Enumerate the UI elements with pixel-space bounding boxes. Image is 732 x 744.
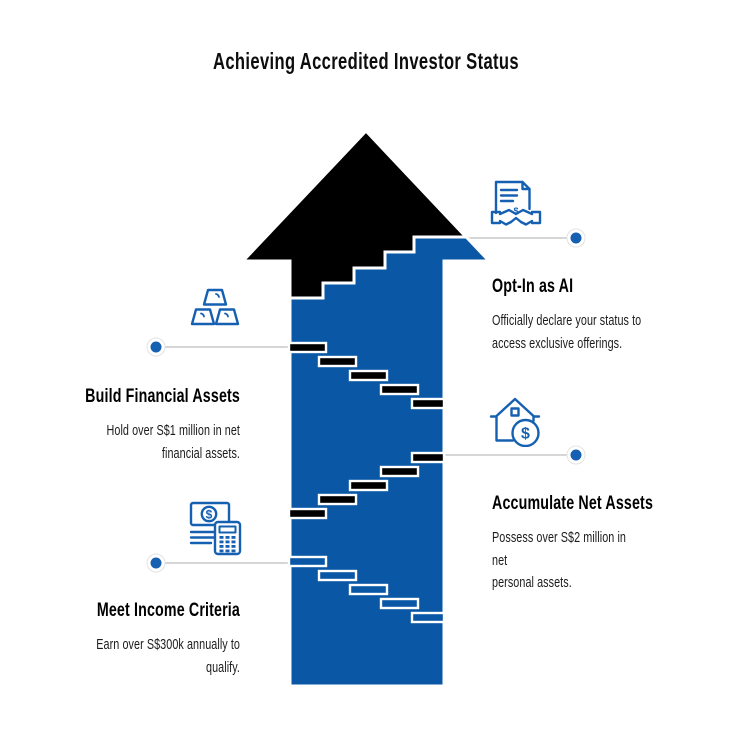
step-accumulate-net-assets: Accumulate Net Assets Possess over S$2 m… — [492, 493, 702, 595]
page-title: Achieving Accredited Investor Status — [213, 48, 519, 74]
step-heading: Opt-In as AI — [492, 276, 574, 297]
step-description: Officially declare your status to access… — [492, 312, 642, 352]
stair-flight-2 — [287, 451, 446, 520]
connector-dot-income — [146, 553, 166, 573]
step-build-financial-assets: Build Financial Assets Hold over S$1 mil… — [30, 386, 240, 465]
svg-text:$: $ — [521, 426, 530, 443]
step-heading: Build Financial Assets — [85, 386, 240, 407]
stair-flight-3 — [287, 341, 446, 410]
step-opt-in-as-ai: Opt-In as AI Officially declare your sta… — [492, 276, 702, 355]
step-description: Earn over S$300k annually to qualify. — [96, 636, 240, 676]
svg-text:$: $ — [513, 206, 518, 216]
house-dollar-icon: $ — [489, 397, 541, 447]
svg-text:$: $ — [206, 508, 213, 522]
step-heading: Meet Income Criteria — [96, 600, 240, 621]
step-description: Hold over S$1 million in net financial a… — [106, 422, 240, 462]
step-heading: Accumulate Net Assets — [492, 493, 654, 514]
connector-dots — [146, 228, 586, 573]
cash-calculator-icon: $ — [189, 501, 242, 556]
arrowhead-black-region — [239, 128, 470, 300]
contract-handshake-icon: $ — [490, 180, 542, 226]
connector-dot-build — [146, 337, 166, 357]
connector-dot-accumulate — [566, 445, 586, 465]
step-description: Possess over S$2 million in net personal… — [492, 529, 627, 591]
connector-lines — [163, 237, 568, 564]
step-meet-income-criteria: Meet Income Criteria Earn over S$300k an… — [30, 600, 240, 679]
gold-bars-icon — [190, 288, 240, 326]
stair-flight-1 — [287, 555, 446, 624]
connector-dot-optin — [566, 228, 586, 248]
